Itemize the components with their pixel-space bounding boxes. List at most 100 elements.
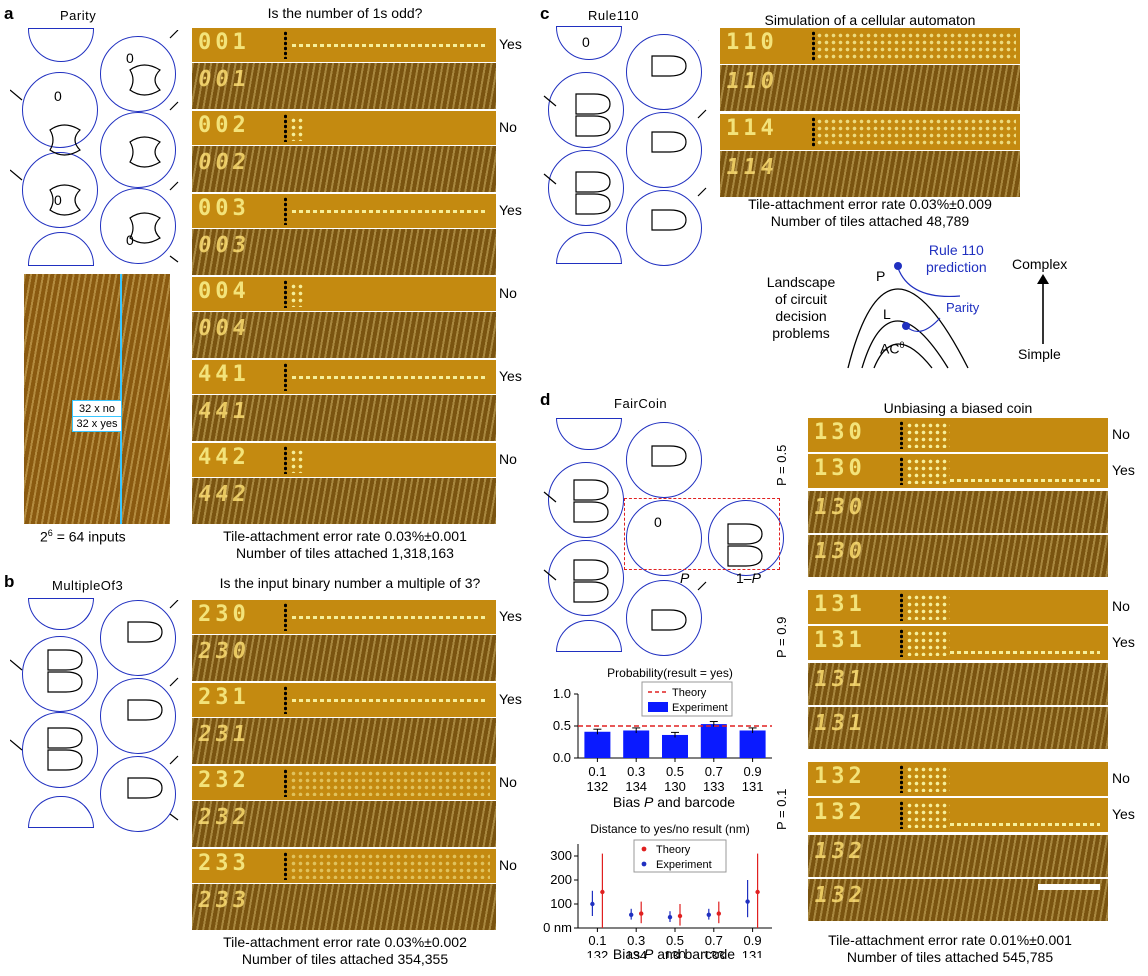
legend-experiment-swatch: [648, 702, 668, 712]
xor-gate-node: [100, 36, 176, 112]
panel-a-name: Parity: [60, 8, 97, 23]
gate-node: [626, 190, 702, 266]
landscape-left-label: Landscape of circuit decision problems: [766, 274, 836, 341]
design-strip: 110: [720, 28, 1020, 64]
strip-digits: 002: [198, 113, 250, 138]
distance-chart-title: Distance to yes/no result (nm): [590, 822, 750, 836]
landscape-ac0-label: AC0: [880, 340, 905, 357]
legend-experiment-label: Experiment: [672, 702, 728, 714]
tile-dot-line: [292, 699, 486, 702]
strip-separator: [284, 852, 287, 880]
strip-separator: [900, 457, 903, 485]
gate-zero: 0: [54, 88, 62, 104]
tile-dot-cluster: [906, 594, 950, 620]
afm-image-strip: 131: [808, 707, 1108, 749]
afm-image-strip: 004: [192, 312, 496, 358]
legend-experiment-swatch: [641, 861, 647, 867]
theory-point: [600, 889, 605, 895]
x-tick-label: 0.3: [627, 764, 645, 779]
design-strip: 230: [192, 600, 496, 634]
strip-answer-label: No: [1112, 426, 1130, 442]
xor-gate-node: [100, 112, 176, 188]
panel-letter-b: b: [4, 572, 15, 591]
theory-point: [716, 911, 721, 916]
complexity-arrow: [1037, 274, 1049, 344]
strip-answer-label: No: [1112, 770, 1130, 786]
afm-texture: [192, 801, 496, 847]
strip-digits: 001: [198, 30, 250, 55]
panel-d-caption: Tile-attachment error rate 0.01%±0.001 N…: [800, 932, 1100, 966]
parity-input-mosaic: 32 x no 32 x yes: [24, 274, 170, 524]
bar: [662, 734, 688, 758]
xor-gate-node: [22, 152, 98, 228]
strip-answer-label: No: [499, 451, 517, 467]
gate-node: [626, 500, 702, 576]
panel-a-caption: Tile-attachment error rate 0.03%±0.001 N…: [190, 528, 500, 562]
afm-texture: [192, 395, 496, 441]
strip-digits: 003: [198, 196, 250, 221]
bar: [739, 730, 766, 758]
afm-texture: [192, 312, 496, 358]
xor-gate-node: [100, 188, 176, 264]
gate-node: [100, 600, 176, 676]
tile-dot-line: [292, 44, 486, 47]
afm-texture: [808, 491, 1108, 533]
tile-dot-line: [292, 210, 486, 213]
tile-dot-cluster: [290, 117, 304, 141]
strip-digits: 130: [814, 420, 866, 445]
tile-dot-cluster: [906, 422, 950, 448]
tile-dot-pattern: [290, 853, 490, 879]
tile-dot-cluster: [906, 766, 950, 792]
design-strip: 231: [192, 683, 496, 717]
tiles-attached: Number of tiles attached 1,318,163: [236, 545, 454, 561]
strip-separator: [900, 421, 903, 449]
panel-c-name: Rule110: [588, 8, 639, 23]
x-tick-label: 133: [703, 948, 725, 958]
tile-dot-cluster: [290, 449, 304, 473]
strip-separator: [284, 31, 287, 59]
design-strip: 442: [192, 443, 496, 477]
gate-zero: 0: [126, 232, 134, 248]
strip-digits: 130: [814, 456, 866, 481]
strip-answer-label: Yes: [499, 368, 522, 384]
x-tick-label: 132: [587, 948, 609, 958]
strip-separator: [284, 114, 287, 142]
gate-zero: 0: [54, 192, 62, 208]
gate-node: [548, 540, 624, 616]
tile-dot-line: [950, 479, 1100, 482]
design-strip: 233: [192, 849, 496, 883]
strip-digits: 231: [198, 685, 250, 710]
gate-node: [708, 500, 784, 576]
probability-chart-title: Probability(result = yes): [607, 666, 733, 680]
panel-c-title: Simulation of a cellular automaton: [764, 12, 976, 28]
strip-answer-label: Yes: [1112, 806, 1135, 822]
x-tick-label: 0.1: [588, 933, 606, 948]
gate-node: [626, 112, 702, 188]
strip-separator: [900, 801, 903, 829]
strip-separator: [284, 769, 287, 797]
tiles-attached: Number of tiles attached 354,355: [241, 951, 449, 967]
panel-d-title: Unbiasing a biased coin: [883, 400, 1033, 416]
strip-answer-label: No: [499, 857, 517, 873]
strip-separator: [284, 280, 287, 308]
gate-node: [626, 580, 702, 656]
design-strip: 132: [808, 762, 1108, 796]
panel-b-name: MultipleOf3: [52, 578, 124, 593]
landscape-curves: [847, 262, 969, 369]
strip-digits: 230: [198, 602, 250, 627]
panel-letter-c: c: [540, 4, 550, 23]
theory-point: [639, 911, 644, 916]
parity-gate-symbols: [10, 30, 179, 263]
gate-node: [548, 72, 624, 148]
strip-separator: [900, 629, 903, 657]
strip-answer-label: Yes: [499, 36, 522, 52]
y-tick-label: 0 nm: [543, 920, 572, 935]
afm-image-strip: 130: [808, 491, 1108, 533]
strip-separator: [284, 197, 287, 225]
design-strip: 114: [720, 114, 1020, 150]
afm-texture: [192, 63, 496, 109]
afm-texture: [720, 151, 1020, 197]
landscape-p-label: P: [876, 268, 886, 284]
probability-bar-chart: 0.00.51.00.11320.31340.51300.71330.9131T…: [553, 681, 772, 794]
strip-digits: 233: [198, 851, 250, 876]
